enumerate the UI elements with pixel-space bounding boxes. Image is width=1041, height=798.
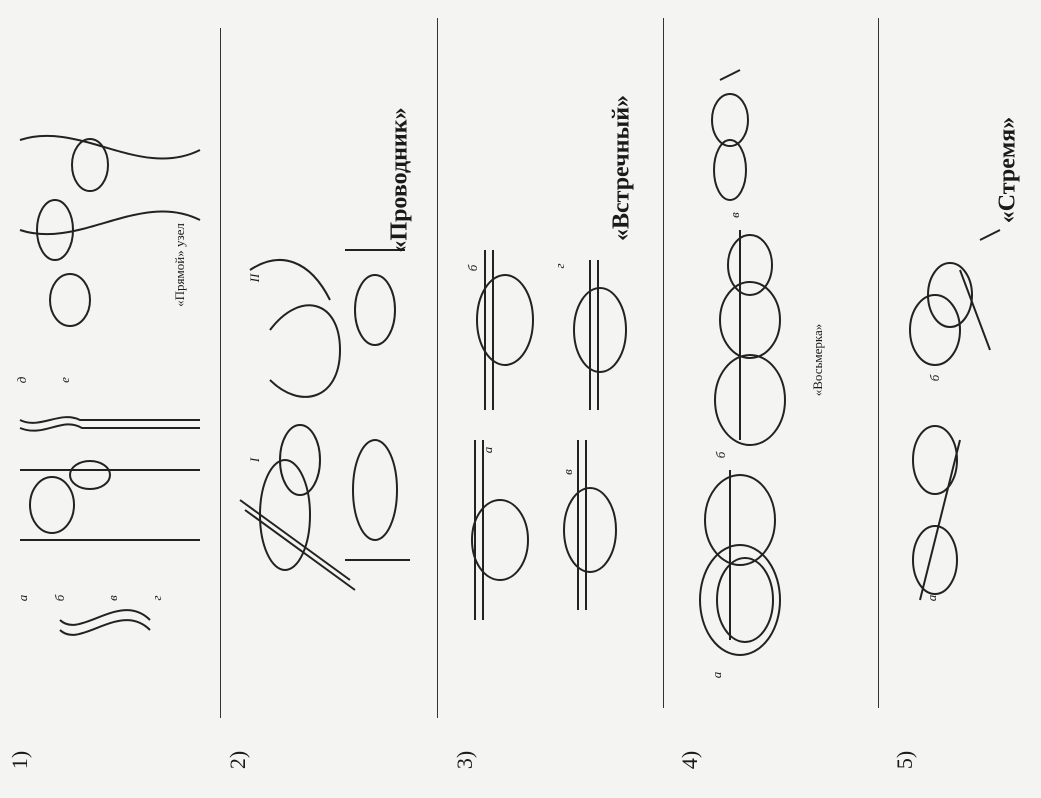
label-b: б <box>465 265 481 272</box>
label-a: а <box>15 595 31 602</box>
label-g: г <box>149 595 165 600</box>
section-number-4: 4) <box>677 751 703 769</box>
label-a: а <box>924 595 940 602</box>
section-number-1: 1) <box>7 751 33 769</box>
figure-eight-drawings <box>700 70 785 655</box>
water-knot-title: «Встречный» <box>609 95 636 241</box>
label-b: б <box>713 452 729 459</box>
label-II: II <box>247 274 263 283</box>
label-b: б <box>52 595 68 602</box>
stirrup-title: «Стремя» <box>995 117 1022 223</box>
label-g: г <box>552 263 568 268</box>
label-I: I <box>247 458 263 462</box>
label-v: в <box>727 212 743 218</box>
bowline-title: «Проводник» <box>387 107 414 252</box>
section-number-2: 2) <box>225 751 251 769</box>
label-e: е <box>57 377 73 383</box>
square-knot-caption: «Прямой» узел <box>172 223 188 307</box>
section-number-5: 5) <box>892 751 918 769</box>
label-v: в <box>105 595 121 601</box>
stirrup-knot-drawings <box>910 230 1000 600</box>
water-knot-drawings <box>472 250 626 620</box>
label-d: д <box>14 377 30 384</box>
label-b: б <box>927 375 943 382</box>
figure-eight-loop-drawings <box>240 250 410 590</box>
figure-eight-caption: «Восьмерка» <box>810 324 826 397</box>
square-knot-drawings <box>20 136 200 635</box>
label-v: в <box>560 469 576 475</box>
label-a: а <box>709 672 725 679</box>
label-a: а <box>480 447 496 454</box>
section-number-3: 3) <box>452 751 478 769</box>
